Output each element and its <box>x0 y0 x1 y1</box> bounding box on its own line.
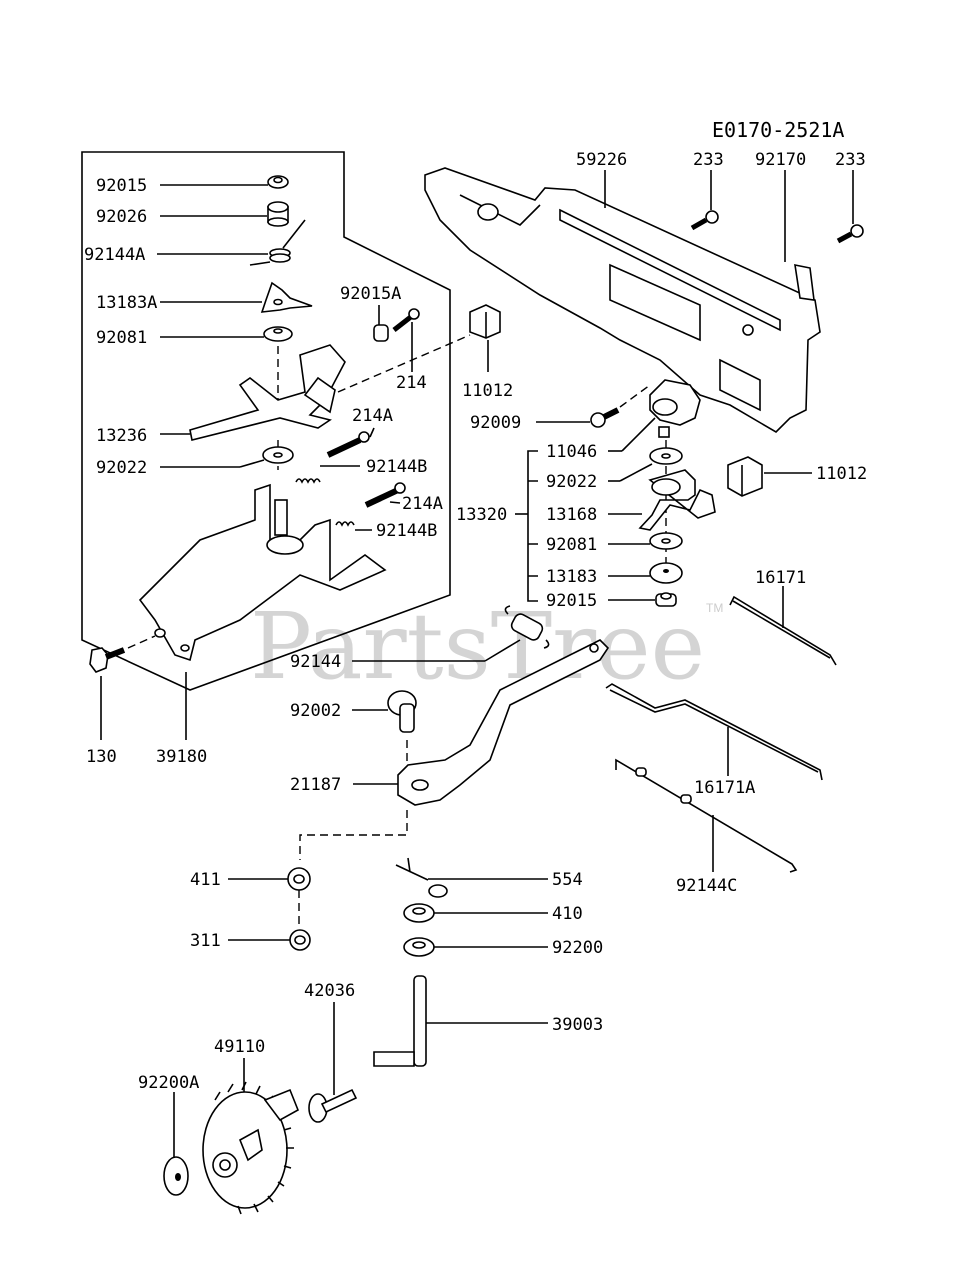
part-21187-governor-arm[interactable] <box>397 639 610 806</box>
callout-13183A[interactable]: 13183A <box>96 293 157 313</box>
part-92200A-washer[interactable] <box>163 1156 189 1196</box>
callout-11046[interactable]: 11046 <box>546 442 597 462</box>
callout-59226[interactable]: 59226 <box>576 150 627 170</box>
callout-92015-right[interactable]: 92015 <box>546 591 597 611</box>
part-410-washer[interactable] <box>403 903 435 923</box>
part-233-screw-left[interactable] <box>690 210 719 231</box>
part-214-screw[interactable] <box>392 308 420 332</box>
callout-39180[interactable]: 39180 <box>156 747 207 767</box>
part-92144-spring[interactable] <box>504 605 550 649</box>
callout-214A-upper[interactable]: 214A <box>352 406 393 426</box>
callout-233-right[interactable]: 233 <box>835 150 866 170</box>
callout-411[interactable]: 411 <box>190 870 221 890</box>
callout-11012-right[interactable]: 11012 <box>816 464 867 484</box>
part-214A-screw-lower[interactable] <box>364 482 406 508</box>
part-411-washer[interactable] <box>287 867 311 891</box>
callout-92081-right[interactable]: 92081 <box>546 535 597 555</box>
watermark: PartsTree <box>250 593 705 700</box>
part-92081-washer-right[interactable] <box>649 532 683 550</box>
callout-311[interactable]: 311 <box>190 931 221 951</box>
callout-92026[interactable]: 92026 <box>96 207 147 227</box>
callout-92022[interactable]: 92022 <box>96 458 147 478</box>
part-214A-screw-upper[interactable] <box>326 431 370 458</box>
callout-49110[interactable]: 49110 <box>214 1037 265 1057</box>
callout-92200[interactable]: 92200 <box>552 938 603 958</box>
part-59226-housing[interactable] <box>424 167 821 434</box>
callout-92170[interactable]: 92170 <box>755 150 806 170</box>
part-16171-rod[interactable] <box>729 595 837 666</box>
part-92144C-spring-rod[interactable] <box>615 758 798 873</box>
part-42036-shaft[interactable] <box>308 1088 358 1123</box>
part-92002-bolt[interactable] <box>387 690 417 733</box>
part-92144B-spring-upper[interactable] <box>295 478 321 484</box>
part-13183-plate[interactable] <box>649 562 683 584</box>
part-13236-lever[interactable] <box>189 344 346 441</box>
part-92026-collar[interactable] <box>267 201 289 227</box>
part-92170-clip[interactable] <box>794 263 815 301</box>
callout-130[interactable]: 130 <box>86 747 117 767</box>
part-11046-flange[interactable] <box>649 379 701 438</box>
part-49110-gear[interactable] <box>202 1081 300 1215</box>
callout-13320[interactable]: 13320 <box>456 505 507 525</box>
part-92015-nut-right[interactable] <box>655 592 677 607</box>
part-92015A-cap[interactable] <box>373 324 389 342</box>
part-92081-washer[interactable] <box>263 326 293 342</box>
watermark-tm: TM <box>706 601 723 615</box>
callout-13168[interactable]: 13168 <box>546 505 597 525</box>
part-311-nut[interactable] <box>289 929 311 951</box>
callout-21187[interactable]: 21187 <box>290 775 341 795</box>
part-233-screw-right[interactable] <box>836 224 864 244</box>
callout-16171A[interactable]: 16171A <box>694 778 755 798</box>
callout-92022-right[interactable]: 92022 <box>546 472 597 492</box>
part-92144B-spring-lower[interactable] <box>335 521 355 527</box>
callout-11012[interactable]: 11012 <box>462 381 513 401</box>
callout-92015[interactable]: 92015 <box>96 176 147 196</box>
callout-13183[interactable]: 13183 <box>546 567 597 587</box>
part-39180-bracket[interactable] <box>138 483 387 662</box>
part-130-bolt[interactable] <box>89 647 126 673</box>
part-92144A-spring[interactable] <box>249 219 306 266</box>
callout-92002[interactable]: 92002 <box>290 701 341 721</box>
group-bracket-13320 <box>527 450 538 602</box>
part-16171A-rod[interactable] <box>605 683 823 781</box>
callout-92144C[interactable]: 92144C <box>676 876 737 896</box>
callout-92009[interactable]: 92009 <box>470 413 521 433</box>
part-92015-nut[interactable] <box>267 175 289 189</box>
part-11012-boot[interactable] <box>469 304 501 339</box>
callout-92200A[interactable]: 92200A <box>138 1073 199 1093</box>
callout-410[interactable]: 410 <box>552 904 583 924</box>
part-92022-washer[interactable] <box>262 446 294 464</box>
callout-214A-lower[interactable]: 214A <box>402 494 443 514</box>
part-39003-shaft[interactable] <box>373 975 427 1067</box>
callout-92144[interactable]: 92144 <box>290 652 341 672</box>
diagram-code: E0170-2521A <box>712 118 844 142</box>
part-92022-washer-right[interactable] <box>649 447 683 465</box>
callout-92015A[interactable]: 92015A <box>340 284 401 304</box>
part-92200-washer[interactable] <box>403 937 435 957</box>
callout-554[interactable]: 554 <box>552 870 583 890</box>
callout-92144B-lower[interactable]: 92144B <box>376 521 437 541</box>
callout-92081[interactable]: 92081 <box>96 328 147 348</box>
callout-39003[interactable]: 39003 <box>552 1015 603 1035</box>
part-13168-lever[interactable] <box>638 469 716 531</box>
callout-233-left[interactable]: 233 <box>693 150 724 170</box>
callout-42036[interactable]: 42036 <box>304 981 355 1001</box>
part-11012-boot-right[interactable] <box>727 456 763 497</box>
part-13183A-plate[interactable] <box>260 281 313 313</box>
callout-92144B-upper[interactable]: 92144B <box>366 457 427 477</box>
callout-13236[interactable]: 13236 <box>96 426 147 446</box>
callout-16171[interactable]: 16171 <box>755 568 806 588</box>
part-554-pin[interactable] <box>395 857 448 898</box>
callout-214[interactable]: 214 <box>396 373 427 393</box>
part-92009-screw[interactable] <box>590 407 620 428</box>
callout-92144A[interactable]: 92144A <box>84 245 145 265</box>
